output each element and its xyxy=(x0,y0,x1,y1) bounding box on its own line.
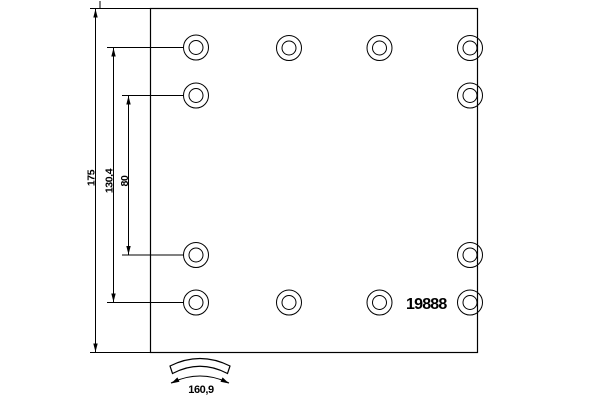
arrow-down-icon xyxy=(126,246,131,255)
rivet-hole-outer xyxy=(276,35,302,61)
arrow-up-icon xyxy=(126,96,131,105)
rivet-hole-inner xyxy=(188,247,204,263)
lining-arc-profile xyxy=(169,357,231,375)
rivet-hole-inner xyxy=(462,295,478,310)
arc-dimension: 160,9 xyxy=(170,375,230,396)
hole-span-outer-label: 130,4 xyxy=(104,168,116,193)
rivet-hole-inner xyxy=(372,295,387,310)
arrow-up-icon xyxy=(111,48,116,57)
arrow-up-icon xyxy=(93,9,98,18)
rivet-hole-outer xyxy=(183,242,209,268)
hole-span-inner-label: 80 xyxy=(119,175,131,186)
part-number-label: 19888 xyxy=(406,296,447,313)
arrow-left-icon xyxy=(171,377,180,384)
rivet-hole-outer xyxy=(366,35,393,61)
arrow-down-icon xyxy=(111,293,116,302)
rivet-hole-outer xyxy=(457,35,483,61)
dimension-hole-span-outer: 130,4 xyxy=(104,47,116,303)
rivet-hole-outer xyxy=(457,242,483,268)
overall-height-label: 175 xyxy=(86,169,98,186)
rivet-hole-outer xyxy=(366,289,393,316)
part-outline xyxy=(149,7,479,354)
rivet-hole-inner xyxy=(188,40,204,55)
arrow-down-icon xyxy=(93,343,98,352)
rivet-hole-inner xyxy=(281,295,297,310)
rivet-hole-inner xyxy=(462,40,478,56)
rivet-hole-outer xyxy=(183,34,209,61)
rivet-holes xyxy=(183,34,483,316)
extension-lines xyxy=(90,1,184,353)
rivet-hole-inner xyxy=(188,88,204,103)
rivet-hole-inner xyxy=(462,247,478,263)
rivet-hole-outer xyxy=(457,82,483,109)
rivet-hole-inner xyxy=(188,295,204,310)
arrow-right-icon xyxy=(220,377,229,384)
rivet-hole-outer xyxy=(183,82,209,109)
rivet-hole-outer xyxy=(276,289,302,316)
dimension-hole-span-inner: 80 xyxy=(119,95,131,255)
rivet-hole-inner xyxy=(281,40,297,56)
rivet-hole-outer xyxy=(183,289,209,316)
dimension-overall-height: 175 xyxy=(86,8,98,353)
arc-cross-section xyxy=(169,357,231,375)
rivet-hole-outer xyxy=(457,289,483,316)
rivet-hole-inner xyxy=(462,88,478,103)
rivet-hole-inner xyxy=(372,40,387,56)
arc-width-label: 160,9 xyxy=(188,384,214,396)
